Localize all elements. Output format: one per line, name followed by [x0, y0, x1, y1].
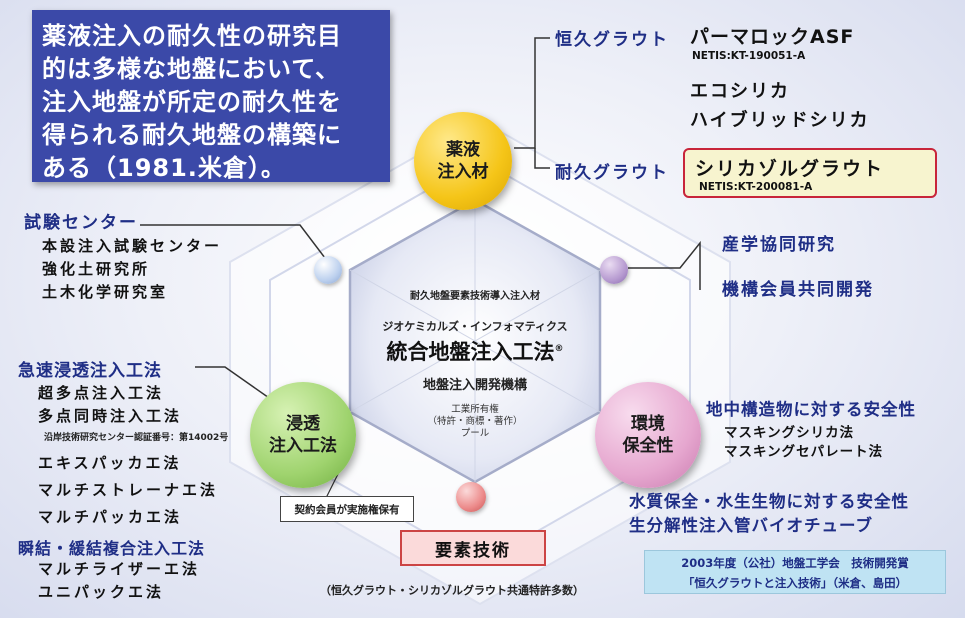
- biotube-title: 生分解性注入管バイオチューブ: [629, 516, 874, 535]
- other-method-2: マルチストレーナエ法: [38, 481, 219, 499]
- hex-org-label: 地盤注入開発機構: [422, 378, 527, 393]
- rapid-item-2: 多点同時注入工法: [38, 407, 183, 425]
- underground-safety-title: 地中構造物に対する安全性: [706, 400, 916, 419]
- award-line-2: 「恒久グラウトと注入技術」（米倉、島田）: [682, 576, 908, 590]
- connector-rapid: [195, 366, 273, 401]
- award-box: 2003年度（公社）地盤工学会 技術開発賞 「恒久グラウトと注入技術」（米倉、島…: [644, 550, 946, 594]
- element-tech-ball: [456, 482, 486, 512]
- permanent-grout-label: 恒久グラウト: [555, 30, 669, 50]
- footer-patent-note: （恒久グラウト・シリカゾルグラウト共通特許多数）: [320, 584, 584, 597]
- rapid-cert-note: 沿岸技術研究センター認証番号：第14002号: [44, 433, 229, 443]
- water-safety-title: 水質保全・水生生物に対する安全性: [629, 492, 909, 511]
- test-center-item-2: 強化土研究所: [42, 260, 151, 278]
- intro-line-5: ある（1981.米倉）。: [42, 154, 286, 182]
- connector-test-center: [140, 224, 326, 259]
- connector-chemical-grout: [514, 37, 550, 149]
- environment-circle-line-2: 保全性: [622, 436, 674, 456]
- hex-top-label: 耐久地盤要素技術導入注入材: [410, 291, 540, 302]
- durable-grout-label: 耐久グラウト: [555, 163, 669, 183]
- rapid-item-1: 超多点注入工法: [38, 384, 165, 402]
- intro-line-2: 的は多様な地盤において、: [42, 55, 341, 83]
- chemical-grout-circle: 薬液 注入材: [414, 112, 512, 210]
- intro-line-1: 薬液注入の耐久性の研究目: [42, 22, 342, 50]
- other-method-3: マルチパッカエ法: [38, 508, 183, 526]
- ip-line-2: （特許・商標・著作）: [427, 416, 523, 427]
- award-line-1: 2003年度（公社）地盤工学会 技術開発賞: [681, 556, 909, 570]
- infiltration-circle-line-1: 浸透: [286, 413, 320, 434]
- test-center-item-1: 本設注入試験センター: [42, 237, 223, 255]
- test-center-item-3: 土木化学研究室: [42, 283, 169, 301]
- research-item-2: 機構会員共同開発: [722, 280, 874, 300]
- instant-item-2: ユニパックエ法: [38, 583, 165, 601]
- chemical-circle-line-2: 注入材: [437, 162, 489, 182]
- environment-circle-line-1: 環境: [631, 413, 665, 434]
- research-item-1: 産学協同研究: [722, 235, 836, 255]
- infiltration-circle-line-2: 注入工法: [269, 436, 337, 456]
- element-technology-box: 要素技術: [400, 530, 546, 566]
- instant-item-1: マルチライザーエ法: [38, 560, 201, 578]
- connector-research: [628, 240, 701, 290]
- infiltration-method-circle: 浸透 注入工法: [250, 382, 356, 488]
- permarock-netis: NETIS:KT-190051-A: [692, 50, 806, 62]
- hex-sub-label: ジオケミカルズ・インフォマティクス: [382, 320, 568, 333]
- other-method-1: エキスパッカエ法: [38, 454, 182, 472]
- ip-line-3: プール: [460, 428, 490, 439]
- silicasol-name: シリカゾルグラウト: [695, 158, 885, 180]
- test-center-title: 試験センター: [24, 213, 138, 233]
- research-ball: [600, 256, 628, 284]
- intro-box: 薬液注入の耐久性の研究目 的は多様な地盤において、 注入地盤が所定の耐久性を 得…: [32, 10, 390, 182]
- chemical-circle-line-1: 薬液: [446, 139, 480, 160]
- silicasol-box: シリカゾルグラウト NETIS:KT-200081-A: [683, 148, 937, 198]
- masking-silica: マスキングシリカ法: [724, 425, 855, 441]
- silicasol-netis: NETIS:KT-200081-A: [699, 181, 813, 193]
- hybrid-silica-name: ハイブリッドシリカ: [690, 110, 870, 131]
- rapid-method-title: 急速浸透注入工法: [18, 361, 162, 381]
- instant-method-title: 瞬結・緩結複合注入工法: [18, 539, 206, 558]
- permarock-name: パーマロックASF: [690, 26, 855, 48]
- connector-chemical-durable: [534, 148, 550, 169]
- environment-circle: 環境 保全性: [595, 382, 701, 488]
- intro-line-3: 注入地盤が所定の耐久性を: [42, 88, 342, 116]
- registered-mark: ®: [554, 344, 564, 354]
- test-center-ball: [314, 256, 342, 284]
- ip-line-1: 工業所有権: [451, 404, 499, 415]
- masking-separate: マスキングセパレート法: [724, 444, 884, 460]
- contract-box: 契約会員が実施権保有: [280, 496, 414, 522]
- ip-pool-text: 工業所有権 （特許・商標・著作） プール: [385, 404, 565, 440]
- hex-main-text: 統合地盤注入工法: [386, 340, 555, 364]
- hex-main-title: 統合地盤注入工法®: [362, 336, 588, 366]
- intro-line-4: 得られる耐久地盤の構築に: [42, 121, 342, 149]
- ecosilica-name: エコシリカ: [690, 81, 790, 102]
